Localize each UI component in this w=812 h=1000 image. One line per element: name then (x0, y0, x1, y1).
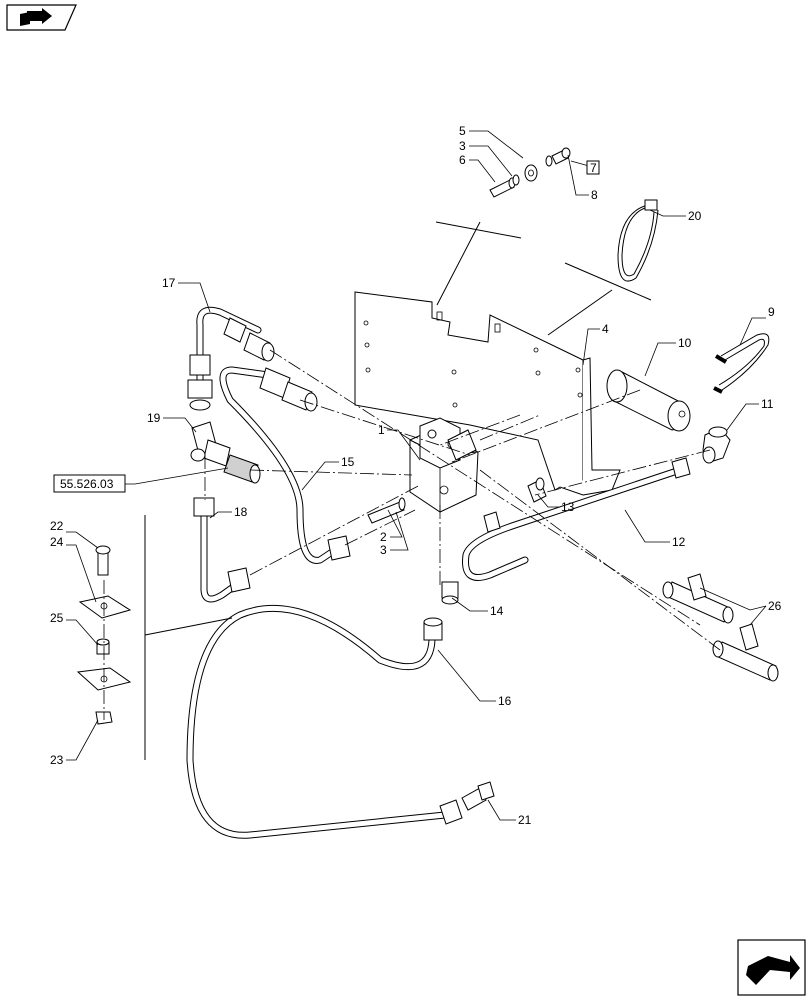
pipe-18 (193, 497, 251, 603)
bracket-plate (354, 221, 652, 496)
callout-18: 18 (234, 505, 248, 519)
cable-strap (617, 199, 659, 282)
callout-1: 1 (378, 423, 385, 437)
callout-25: 25 (50, 611, 64, 625)
callout-3: 3 (459, 139, 466, 153)
next-page-arrow-icon[interactable] (737, 939, 806, 996)
hose-16 (186, 605, 463, 839)
pipe-17 (187, 306, 275, 411)
pipe-15 (219, 366, 351, 564)
wire-loop (713, 333, 770, 394)
callout-16: 16 (498, 694, 512, 708)
elbow-fitting (702, 426, 731, 464)
leader-lines (66, 130, 767, 821)
valve-block (367, 417, 479, 524)
callout-19: 19 (147, 411, 161, 425)
reference-box[interactable] (53, 474, 126, 493)
fastener-set (489, 147, 571, 198)
callout-12: 12 (672, 535, 686, 549)
callout-15: 15 (341, 455, 355, 469)
callout-4: 4 (602, 322, 609, 336)
callout-2: 2 (380, 530, 387, 544)
accumulator-cylinder (606, 369, 691, 432)
centre-lines (103, 349, 721, 720)
callout-17: 17 (162, 276, 176, 290)
callout-3b: 3 (380, 543, 387, 557)
reference-55-526-03[interactable]: 55.526.03 (60, 477, 114, 491)
callout-7: 7 (590, 161, 597, 175)
callout-11: 11 (761, 397, 774, 411)
callout-23: 23 (50, 753, 64, 767)
callout-8: 8 (591, 188, 598, 202)
pipe-12 (462, 457, 691, 581)
callout-22: 22 (50, 519, 64, 533)
clamp-assembly (76, 515, 233, 760)
fitting-21 (461, 781, 495, 811)
callout-24: 24 (50, 535, 64, 549)
callout-14: 14 (490, 604, 504, 618)
callout-6: 6 (459, 153, 466, 167)
callout-21: 21 (518, 813, 532, 827)
callout-26: 26 (768, 599, 782, 613)
callout-9: 9 (768, 305, 775, 319)
callout-10: 10 (678, 336, 692, 350)
callout-13: 13 (561, 500, 575, 514)
fitting-14 (441, 581, 459, 605)
callout-5: 5 (459, 124, 466, 138)
fitting-13 (527, 477, 547, 503)
tee-fittings-26 (662, 573, 779, 682)
callout-7-box (586, 160, 600, 175)
tee-fitting-19 (190, 421, 261, 484)
book-arrow-icon[interactable] (6, 4, 77, 31)
callout-20: 20 (688, 209, 702, 223)
callout-labels: 5 3 6 7 8 20 17 9 4 10 11 19 1 15 55.526… (50, 124, 782, 827)
